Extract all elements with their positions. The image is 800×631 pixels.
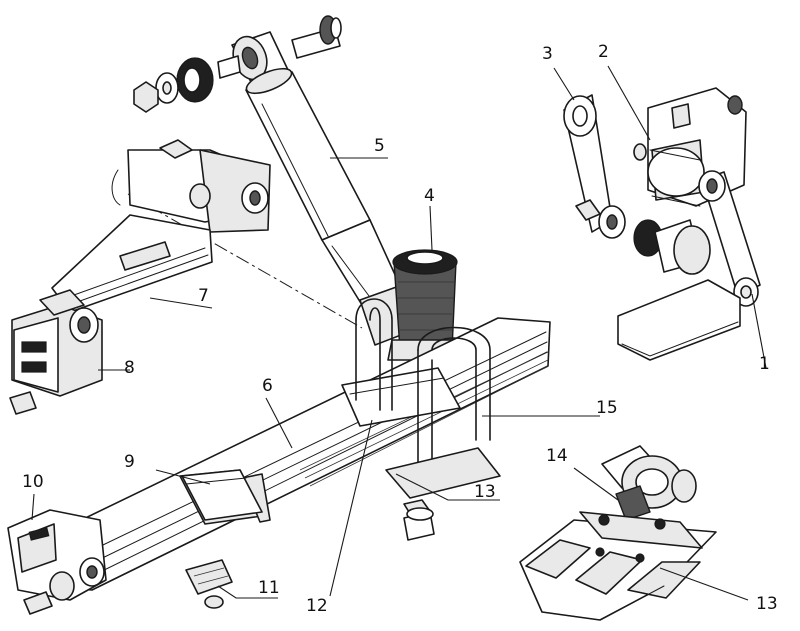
stabilizer-link — [563, 94, 626, 239]
leader-9 — [155, 469, 211, 485]
callout-13b: 13 — [756, 594, 778, 614]
rear-spring-bracket — [9, 289, 103, 415]
callout-5: 5 — [374, 136, 385, 156]
leader-2 — [607, 65, 651, 141]
leader-7 — [149, 297, 213, 309]
shock-absorber — [133, 15, 415, 346]
link-bushings — [633, 219, 711, 275]
stabilizer-arm — [617, 170, 761, 361]
lower-spring-plate — [385, 447, 501, 541]
callout-15: 15 — [596, 398, 618, 418]
leader-1 — [751, 293, 767, 369]
leader-lines — [31, 65, 767, 601]
spring-clamp — [181, 469, 263, 521]
callout-10: 10 — [22, 472, 44, 492]
upper-leaf-spring — [51, 214, 213, 313]
callout-3: 3 — [542, 44, 553, 64]
corrugated-plate — [519, 511, 717, 621]
leader-11 — [217, 585, 278, 599]
callout-4: 4 — [424, 186, 435, 206]
callout-12: 12 — [306, 596, 328, 616]
callout-6: 6 — [262, 376, 273, 396]
axis-centerline — [127, 193, 363, 329]
leader-14 — [573, 467, 619, 501]
leader-12 — [329, 419, 373, 597]
callout-2: 2 — [598, 42, 609, 62]
leader-4 — [429, 205, 433, 251]
callout-14: 14 — [546, 446, 568, 466]
callout-11: 11 — [258, 578, 280, 598]
leader-10 — [31, 493, 35, 521]
front-eye-bracket — [7, 509, 107, 615]
rod-end-assembly — [601, 445, 697, 521]
spring-front-bracket — [111, 139, 271, 233]
leader-6 — [265, 397, 293, 449]
callout-9: 9 — [124, 452, 135, 472]
callout-8: 8 — [124, 358, 135, 378]
callout-1: 1 — [759, 354, 770, 374]
callout-7: 7 — [198, 286, 209, 306]
leader-13a — [395, 473, 500, 501]
spring-pad — [185, 559, 233, 609]
leader-3 — [553, 67, 575, 101]
leader-13b — [659, 567, 749, 601]
callout-13a: 13 — [474, 482, 496, 502]
u-bolts-and-seat — [341, 298, 491, 471]
